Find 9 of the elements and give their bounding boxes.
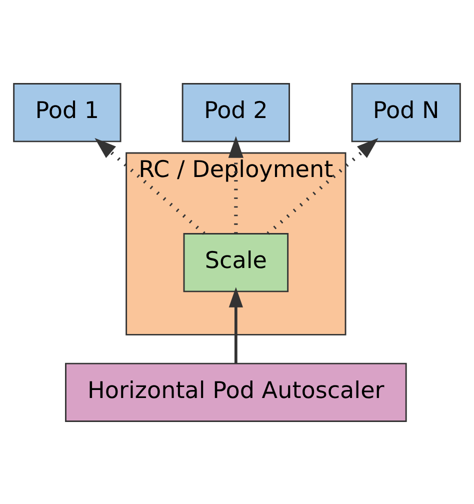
arrow <box>228 286 243 363</box>
arrow <box>94 138 206 234</box>
node-box: Horizontal Pod Autoscaler <box>65 362 407 422</box>
node-box: Pod 2 <box>182 82 290 142</box>
node-box: Scale <box>183 232 289 292</box>
node-box: Pod N <box>351 82 461 142</box>
arrow <box>266 138 378 234</box>
node-box: Pod 1 <box>13 82 122 142</box>
arrow <box>228 136 244 233</box>
